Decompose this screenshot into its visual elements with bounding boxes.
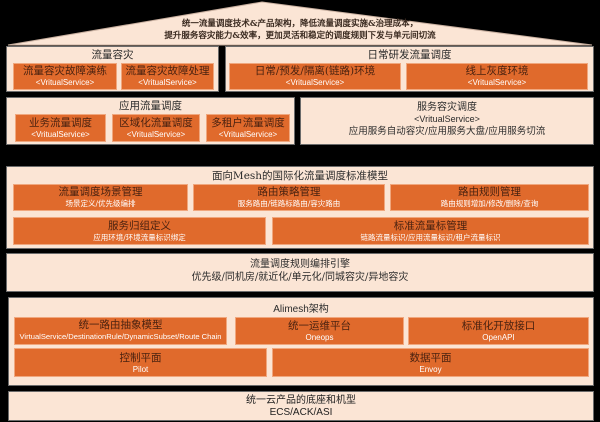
- traffic-tag-box: 标准流量标管理 链路流量标识/应用流量标识/租户流量标识: [272, 217, 589, 245]
- box-sub: 场景定义/优先级编排: [65, 199, 136, 208]
- box-sub: <VritualService>: [35, 78, 95, 87]
- daily-dev-title: 日常研发流量调度: [367, 49, 452, 61]
- goal-pyramid: 统一流量调度技术&产品架构，降低流量调度实施&治理成本， 提升服务容灾能力&效率…: [0, 0, 600, 46]
- box-title: 数据平面: [409, 352, 452, 364]
- alimesh-title: Alimesh架构: [273, 304, 329, 315]
- app-traffic-title: 应用流量调度: [119, 100, 182, 112]
- daily-dev-panel: 日常研发流量调度 日常/预发/隔离(链路)环境 <VritualService>…: [225, 46, 594, 92]
- mesh-model-title: 面向Mesh的国际化流量调度标准模型: [211, 170, 389, 182]
- multitenant-traffic-box: 多租户流量调度 <VritualService>: [206, 114, 290, 142]
- box-title: 标准化开放接口: [461, 320, 536, 332]
- box-title: 服务归组定义: [108, 220, 171, 232]
- base-sub: ECS/ACK/ASI: [269, 407, 333, 418]
- box-title: 控制平面: [119, 352, 162, 364]
- box-title: 业务流量调度: [29, 117, 92, 129]
- box-sub: <VritualService>: [138, 78, 197, 87]
- business-traffic-box: 业务流量调度 <VritualService>: [15, 114, 106, 142]
- regional-traffic-box: 区域化流量调度 <VritualService>: [112, 114, 200, 142]
- base-title: 统一云产品的底座和机型: [246, 395, 356, 406]
- box-title: 统一运维平台: [288, 320, 351, 332]
- oneops-box: 统一运维平台 Oneops: [235, 317, 404, 345]
- box-sub: 路由规则增加/修改/删除/查询: [440, 199, 539, 208]
- box-sub: <VritualService>: [218, 130, 278, 139]
- goal-line-2: 提升服务容灾能力&效率，更加灵活和稳定的调度规则下发与单元间切流: [164, 31, 436, 41]
- traffic-dr-handle-box: 流量容灾故障处理 <VritualService>: [121, 63, 214, 90]
- scene-mgmt-box: 流量调度场景管理 场景定义/优先级编排: [13, 184, 188, 211]
- box-sub: <VritualService>: [126, 130, 186, 139]
- box-title: 区域化流量调度: [119, 117, 193, 129]
- box-sub: <VritualService>: [285, 78, 345, 87]
- box-title: 流量容灾故障演练: [23, 65, 107, 77]
- alimesh-panel: Alimesh架构 统一路由抽象模型 VirtualService/Destin…: [8, 297, 594, 386]
- route-policy-box: 路由策略管理 服务路由/链路标路由/容灾路由: [193, 184, 385, 211]
- box-title: 流量容灾故障处理: [125, 65, 210, 77]
- box-title: 多租户流量调度: [211, 117, 285, 129]
- base-panel: 统一云产品的底座和机型 ECS/ACK/ASI: [8, 391, 594, 421]
- box-sub: OpenAPI: [482, 333, 515, 342]
- route-model-box: 统一路由抽象模型 VirtualService/DestinationRule/…: [14, 317, 227, 345]
- data-plane-box: 数据平面 Envoy: [272, 348, 589, 377]
- control-plane-box: 控制平面 Pilot: [14, 348, 267, 377]
- pyramid-shape: [7, 1, 593, 46]
- service-dr-title: 服务容灾调度: [417, 102, 477, 113]
- rule-engine-title: 流量调度规则编排引擎: [250, 259, 350, 270]
- traffic-dr-drill-box: 流量容灾故障演练 <VritualService>: [13, 63, 117, 90]
- box-sub: Pilot: [132, 365, 149, 374]
- box-sub: 链路流量标识/应用流量标识/租户流量标识: [360, 233, 501, 242]
- box-sub: <VritualService>: [467, 78, 527, 87]
- service-group-box: 服务归组定义 应用环境/环境流量标识绑定: [13, 217, 266, 245]
- app-traffic-panel: 应用流量调度 业务流量调度 <VritualService> 区域化流量调度 <…: [6, 97, 295, 145]
- goal-line-1: 统一流量调度技术&产品架构，降低流量调度实施&治理成本，: [181, 19, 419, 29]
- service-dr-desc: 应用服务自动容灾/应用服务大盘/应用服务切流: [348, 126, 546, 137]
- rule-engine-desc: 优先级/同机房/就近化/单元化/同城容灾/异地容灾: [191, 272, 409, 283]
- traffic-dr-title: 流量容灾: [91, 49, 134, 61]
- box-title: 线上灰度环境: [465, 65, 529, 77]
- box-title: 统一路由抽象模型: [78, 319, 163, 331]
- box-sub: Envoy: [419, 365, 442, 374]
- openapi-box: 标准化开放接口 OpenAPI: [408, 317, 589, 345]
- box-title: 路由规则管理: [458, 186, 521, 198]
- traffic-dr-panel: 流量容灾 流量容灾故障演练 <VritualService> 流量容灾故障处理 …: [6, 46, 219, 92]
- daily-env-box: 日常/预发/隔离(链路)环境 <VritualService>: [229, 63, 401, 90]
- box-title: 标准流量标管理: [393, 220, 468, 232]
- mesh-model-panel: 面向Mesh的国际化流量调度标准模型 流量调度场景管理 场景定义/优先级编排 路…: [6, 166, 594, 249]
- gray-env-box: 线上灰度环境 <VritualService>: [406, 63, 588, 90]
- box-sub: 应用环境/环境流量标识绑定: [93, 233, 186, 242]
- box-sub: Oneops: [305, 333, 334, 342]
- box-sub: 服务路由/链路标路由/容灾路由: [237, 199, 341, 208]
- service-dr-sub: <VritualService>: [414, 114, 480, 124]
- box-sub: <VritualService>: [31, 130, 90, 139]
- box-sub: VirtualService/DestinationRule/DynamicSu…: [19, 332, 222, 341]
- route-rule-box: 路由规则管理 路由规则增加/修改/删除/查询: [390, 184, 589, 211]
- box-title: 日常/预发/隔离(链路)环境: [254, 65, 376, 77]
- service-dr-panel: 服务容灾调度 <VritualService> 应用服务自动容灾/应用服务大盘/…: [300, 97, 594, 145]
- box-title: 路由策略管理: [257, 186, 321, 198]
- box-title: 流量调度场景管理: [58, 186, 143, 198]
- rule-engine-panel: 流量调度规则编排引擎 优先级/同机房/就近化/单元化/同城容灾/异地容灾: [6, 253, 594, 292]
